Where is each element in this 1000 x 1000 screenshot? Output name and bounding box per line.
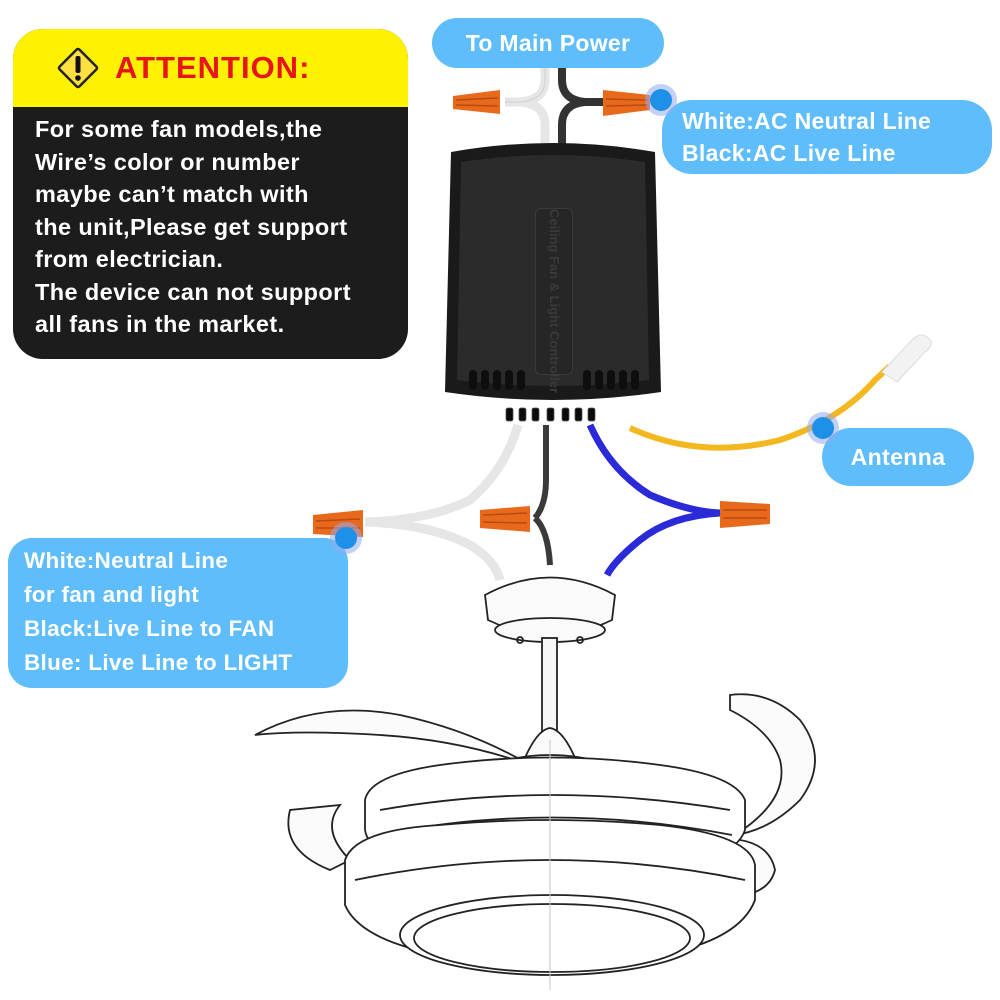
attention-line: Wire’s color or number — [35, 148, 300, 175]
attention-title: ATTENTION: — [115, 50, 311, 85]
marker-dot-icon — [812, 417, 834, 439]
attention-line: The device can not support — [35, 278, 351, 305]
antenna-wire — [628, 334, 932, 451]
blue-light-wires — [586, 423, 721, 577]
wire-nut-icon — [720, 501, 770, 528]
fan-label-line: for fan and light — [24, 582, 200, 607]
attention-message: For some fan models,the Wire’s color or … — [13, 107, 408, 341]
attention-line: For some fan models,the — [35, 116, 323, 142]
attention-line: from electrician. — [35, 246, 224, 272]
ceiling-fan-sketch — [254, 576, 816, 990]
marker-dot-icon — [650, 89, 672, 111]
attention-line: all fans in the market. — [35, 311, 285, 337]
fan-label-line: White:Neutral Line — [24, 548, 229, 573]
attention-line: maybe can’t match with — [35, 181, 309, 207]
controller-embossed-label: Ceiling Fan & Light Controller — [535, 208, 573, 393]
vent-slots — [469, 370, 639, 390]
fan-wires-label: White:Neutral Line for fan and light Bla… — [8, 538, 348, 688]
attention-panel: ATTENTION: For some fan models,the Wire’… — [13, 29, 408, 359]
wire-nut-icon — [453, 90, 500, 114]
white-neutral-wires — [364, 423, 523, 582]
main-power-wires — [505, 68, 605, 145]
main-power-label: To Main Power — [432, 18, 664, 68]
warning-diamond-icon — [57, 47, 99, 89]
fan-label-line: Blue: Live Line to LIGHT — [24, 650, 293, 675]
wire-nut-icon — [480, 506, 530, 532]
terminal-slots — [505, 407, 596, 422]
marker-dot-icon — [335, 527, 357, 549]
black-fan-wires — [532, 425, 553, 566]
ac-lines-label: White:AC Neutral Line Black:AC Live Line — [662, 100, 992, 174]
fan-label-line: Black:Live Line to FAN — [24, 616, 275, 641]
antenna-label: Antenna — [822, 428, 974, 486]
ac-live-line-text: Black:AC Live Line — [682, 140, 896, 166]
wire-nut-icon — [603, 90, 650, 116]
ac-neutral-line-text: White:AC Neutral Line — [682, 108, 932, 134]
attention-line: the unit,Please get support — [35, 213, 348, 240]
attention-header: ATTENTION: — [13, 29, 408, 107]
